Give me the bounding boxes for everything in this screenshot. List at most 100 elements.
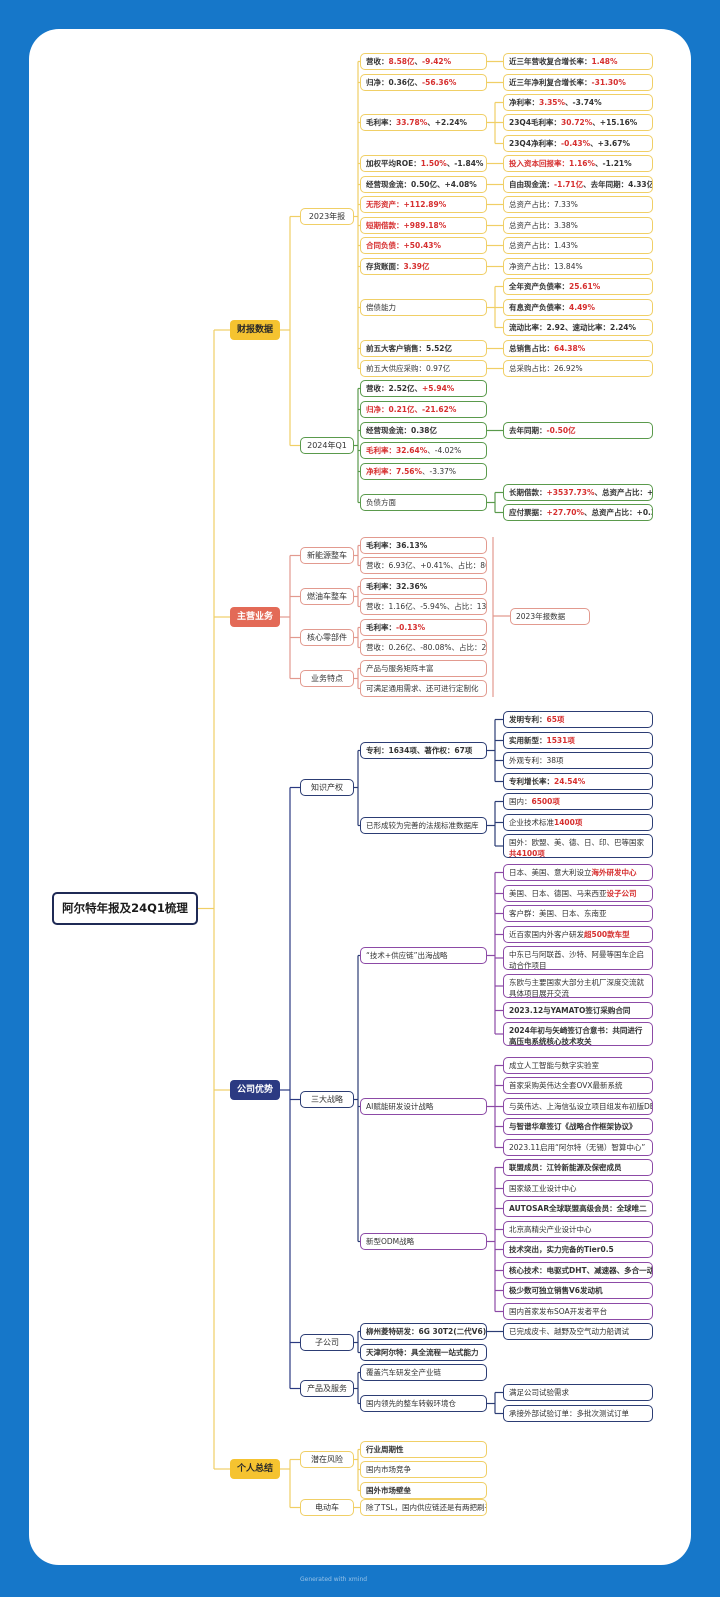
node-m3b[interactable]: 营收：0.26亿、-80.08%、占比：2.99% xyxy=(360,639,487,656)
node-s1f[interactable]: 东欧与主要国家大部分主机厂深度交流就具体项目展开交流 xyxy=(503,974,653,998)
node-s3[interactable]: 新型ODM战略 xyxy=(360,1233,487,1250)
node-s3h[interactable]: 国内首家发布SOA开发者平台 xyxy=(503,1303,653,1320)
node-s2e[interactable]: 2023.11启用“阿尔特（无锡）智算中心” xyxy=(503,1139,653,1156)
node-s1h[interactable]: 2024年初与矢崎签订合意书：共同进行高压电系统核心技术攻关 xyxy=(503,1022,653,1046)
node-f10[interactable]: 偿债能力 xyxy=(360,299,487,316)
node-s1a[interactable]: 日本、美国、意大利设立海外研发中心 xyxy=(503,864,653,881)
node-s1[interactable]: “技术+供应链”出海战略 xyxy=(360,947,487,964)
node-m3a[interactable]: 毛利率：-0.13% xyxy=(360,619,487,636)
node-a1a2[interactable]: 实用新型：1531项 xyxy=(503,732,653,749)
node-s1e[interactable]: 中东已与阿联酋、沙特、阿曼等国车企启动合作项目 xyxy=(503,946,653,970)
node-s3d[interactable]: 北京高精尖产业设计中心 xyxy=(503,1221,653,1238)
node-q5[interactable]: 净利率：7.56%、-3.37% xyxy=(360,463,487,480)
category-1[interactable]: 主营业务 xyxy=(230,607,280,627)
node-q124[interactable]: 2024年Q1 xyxy=(300,437,354,454)
node-q6b[interactable]: 应付票据：+27.70%、总资产占比：+0.36% xyxy=(503,504,653,521)
node-f3a[interactable]: 净利率：3.35%、-3.74% xyxy=(503,94,653,111)
node-m1b[interactable]: 营收：6.93亿、+0.41%、占比：80.77% xyxy=(360,557,487,574)
node-f11a[interactable]: 总销售占比：64.38% xyxy=(503,340,653,357)
node-m2b[interactable]: 营收：1.16亿、-5.94%、占比：13.55% xyxy=(360,598,487,615)
node-s1d[interactable]: 近百家国内外客户研发超500款车型 xyxy=(503,926,653,943)
node-f9a[interactable]: 净资产占比：13.84% xyxy=(503,258,653,275)
node-f4[interactable]: 加权平均ROE：1.50%、-1.84% xyxy=(360,155,487,172)
node-q1[interactable]: 营收：2.52亿、+5.94% xyxy=(360,380,487,397)
node-a4b[interactable]: 国内领先的整车转毂环境仓 xyxy=(360,1395,487,1412)
node-f9[interactable]: 存货账面：3.39亿 xyxy=(360,258,487,275)
node-f3c[interactable]: 23Q4净利率：-0.43%、+3.67% xyxy=(503,135,653,152)
node-a1a[interactable]: 专利：1634项、著作权：67项 xyxy=(360,742,487,759)
node-a4b1[interactable]: 满足公司试验需求 xyxy=(503,1384,653,1401)
node-f12[interactable]: 前五大供应采购：0.97亿 xyxy=(360,360,487,377)
node-s3a[interactable]: 联盟成员：江铃新能源及保密成员 xyxy=(503,1159,653,1176)
node-a1a3[interactable]: 外观专利：38项 xyxy=(503,752,653,769)
node-s1b[interactable]: 美国、日本、德国、马来西亚设子公司 xyxy=(503,885,653,902)
node-f12a[interactable]: 总采购占比：26.92% xyxy=(503,360,653,377)
node-s1c[interactable]: 客户群：美国、日本、东南亚 xyxy=(503,905,653,922)
node-f6[interactable]: 无形资产：+112.89% xyxy=(360,196,487,213)
node-q4[interactable]: 毛利率：32.64%、-4.02% xyxy=(360,442,487,459)
node-a4b2[interactable]: 承接外部试验订单：多批次测试订单 xyxy=(503,1405,653,1422)
node-a1b3[interactable]: 国外：欧盟、美、德、日、印、巴等国家共4100项 xyxy=(503,834,653,858)
node-f10a[interactable]: 全年资产负债率：25.61% xyxy=(503,278,653,295)
node-a4a[interactable]: 覆盖汽车研发全产业链 xyxy=(360,1364,487,1381)
node-p2[interactable]: 电动车 xyxy=(300,1499,354,1516)
node-q6[interactable]: 负债方面 xyxy=(360,494,487,511)
node-p2a[interactable]: 除了TSL，国内供应链还是有两把刷子的 xyxy=(360,1499,487,1516)
node-p1b[interactable]: 国内市场竞争 xyxy=(360,1461,487,1478)
node-f2[interactable]: 归净：0.36亿、-56.36% xyxy=(360,74,487,91)
category-3[interactable]: 个人总结 xyxy=(230,1459,280,1479)
node-a1a1[interactable]: 发明专利：65项 xyxy=(503,711,653,728)
root-topic[interactable]: 阿尔特年报及24Q1梳理 xyxy=(52,892,198,925)
node-m1[interactable]: 新能源整车 xyxy=(300,547,354,564)
node-m4[interactable]: 业务特点 xyxy=(300,670,354,687)
node-a1a4[interactable]: 专利增长率：24.54% xyxy=(503,773,653,790)
node-s2a[interactable]: 成立人工智能与数字实验室 xyxy=(503,1057,653,1074)
node-a3a1[interactable]: 已完成皮卡、越野及空气动力船调试 xyxy=(503,1323,653,1340)
category-0[interactable]: 财报数据 xyxy=(230,320,280,340)
node-f8a[interactable]: 总资产占比：1.43% xyxy=(503,237,653,254)
node-f7[interactable]: 短期借款：+989.18% xyxy=(360,217,487,234)
node-s3g[interactable]: 极少数可独立销售V6发动机 xyxy=(503,1282,653,1299)
node-a1b2[interactable]: 企业技术标准1400项 xyxy=(503,814,653,831)
node-f10b[interactable]: 有息资产负债率：4.49% xyxy=(503,299,653,316)
category-2[interactable]: 公司优势 xyxy=(230,1080,280,1100)
node-m2[interactable]: 燃油车整车 xyxy=(300,588,354,605)
node-s3b[interactable]: 国家级工业设计中心 xyxy=(503,1180,653,1197)
node-s1g[interactable]: 2023.12与YAMATO签订采购合同 xyxy=(503,1002,653,1019)
node-f5a[interactable]: 自由现金流：-1.71亿、去年同期：4.33亿 xyxy=(503,176,653,193)
node-s2b[interactable]: 首家采购英伟达全套OVX最新系统 xyxy=(503,1077,653,1094)
node-a3b[interactable]: 天津阿尔特：具全流程一站式能力 xyxy=(360,1344,487,1361)
node-a4[interactable]: 产品及服务 xyxy=(300,1380,354,1397)
node-p1a[interactable]: 行业周期性 xyxy=(360,1441,487,1458)
node-a1b1[interactable]: 国内：6500项 xyxy=(503,793,653,810)
node-f6a[interactable]: 总资产占比：7.33% xyxy=(503,196,653,213)
node-p1c[interactable]: 国外市场壁垒 xyxy=(360,1482,487,1499)
node-s2[interactable]: AI赋能研发设计战略 xyxy=(360,1098,487,1115)
node-m3[interactable]: 核心零部件 xyxy=(300,629,354,646)
node-p1[interactable]: 潜在风险 xyxy=(300,1451,354,1468)
node-f8[interactable]: 合同负债：+50.43% xyxy=(360,237,487,254)
node-a1b[interactable]: 已形成较为完善的法规标准数据库 xyxy=(360,817,487,834)
node-f3[interactable]: 毛利率：33.78%、+2.24% xyxy=(360,114,487,131)
node-f2a[interactable]: 近三年净利复合增长率：-31.30% xyxy=(503,74,653,91)
node-m2a[interactable]: 毛利率：32.36% xyxy=(360,578,487,595)
node-m1a[interactable]: 毛利率：36.13% xyxy=(360,537,487,554)
node-s2c[interactable]: 与英伟达、上海信弘设立项目组发布初版DEMO xyxy=(503,1098,653,1115)
node-f11[interactable]: 前五大客户销售：5.52亿 xyxy=(360,340,487,357)
node-s2d[interactable]: 与智谱华章签订《战略合作框架协议》 xyxy=(503,1118,653,1135)
node-m4b[interactable]: 可满足通用需求、还可进行定制化 xyxy=(360,680,487,697)
node-s3c[interactable]: AUTOSAR全球联盟高级会员：全球唯二 xyxy=(503,1200,653,1217)
node-q3[interactable]: 经营现金流：0.38亿 xyxy=(360,422,487,439)
node-a3[interactable]: 子公司 xyxy=(300,1334,354,1351)
node-f3b[interactable]: 23Q4毛利率：30.72%、+15.16% xyxy=(503,114,653,131)
node-f1a[interactable]: 近三年营收复合增长率：1.48% xyxy=(503,53,653,70)
node-fy23[interactable]: 2023年报 xyxy=(300,208,354,225)
node-q3a[interactable]: 去年同期：-0.50亿 xyxy=(503,422,653,439)
node-m4a[interactable]: 产品与服务矩阵丰富 xyxy=(360,660,487,677)
node-f1[interactable]: 营收：8.58亿、-9.42% xyxy=(360,53,487,70)
node-a1[interactable]: 知识产权 xyxy=(300,779,354,796)
node-a2[interactable]: 三大战略 xyxy=(300,1091,354,1108)
node-s3e[interactable]: 技术突出，实力完备的Tier0.5 xyxy=(503,1241,653,1258)
node-q6a[interactable]: 长期借款：+3537.73%、总资产占比：+1.19% xyxy=(503,484,653,501)
node-a3a[interactable]: 柳州菱特研发：6G 30T2(二代V6) xyxy=(360,1323,487,1340)
